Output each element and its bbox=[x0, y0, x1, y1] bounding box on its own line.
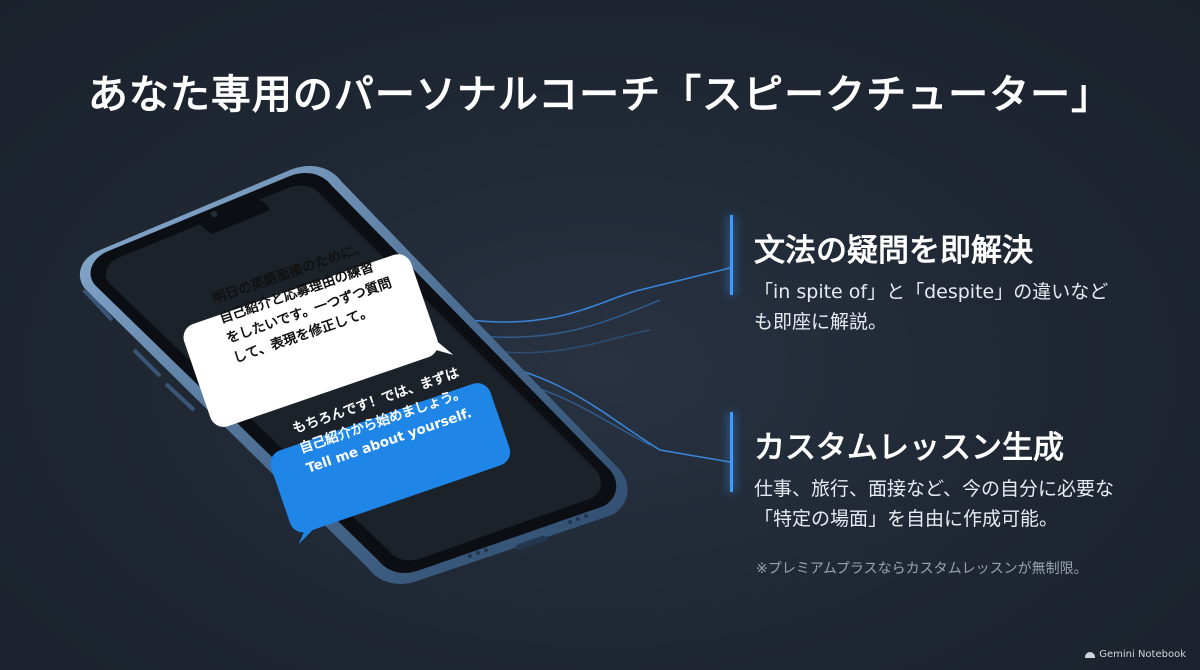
gemini-icon bbox=[1085, 651, 1096, 658]
feature-desc-line: 「in spite of」と「despite」の違いなど bbox=[754, 281, 1109, 303]
feature-desc-line: も即座に解説。 bbox=[754, 311, 888, 333]
brand-watermark: Gemini Notebook bbox=[1085, 649, 1186, 660]
user-message: 明日の英語面接のために、 自己紹介と応募理由の練習 をしたいです。一つずつ質問 … bbox=[210, 222, 441, 385]
ai-message: もちろんです！では、まずは 自己紹介から始めましょう。 Tell me abou… bbox=[290, 348, 524, 495]
ai-message-line: 自己紹介から始めましょう。 bbox=[297, 384, 468, 457]
ai-bubble bbox=[270, 383, 511, 545]
user-message-line: 自己紹介と応募理由の練習 bbox=[217, 259, 376, 327]
feature-title: カスタムレッスン生成 bbox=[754, 430, 1064, 466]
user-message-line: をしたいです。一つずつ質問 bbox=[224, 275, 394, 347]
page-title: あなた専用のパーソナルコーチ「スピークチューター」 bbox=[87, 72, 1113, 118]
phone-body bbox=[79, 166, 628, 584]
brand-label: Gemini Notebook bbox=[1099, 649, 1186, 660]
feature-desc-line: 仕事、旅行、面接など、今の自分に必要な bbox=[754, 478, 1115, 500]
connection-lines bbox=[469, 267, 731, 463]
feature-accent-bar bbox=[730, 215, 733, 295]
user-message-line: 明日の英語面接のために、 bbox=[210, 239, 369, 308]
user-bubble bbox=[183, 254, 454, 427]
feature-accent-bar bbox=[730, 412, 733, 492]
feature-title: 文法の疑問を即解決 bbox=[754, 233, 1033, 269]
user-message-line: して、表現を修正して。 bbox=[231, 303, 376, 367]
feature-desc-line: 「特定の場面」を自由に作成可能。 bbox=[754, 508, 1059, 530]
ai-message-line: Tell me about yourself. bbox=[304, 405, 474, 477]
footnote: ※プレミアムプラスならカスタムレッスンが無制限。 bbox=[756, 561, 1088, 577]
ai-message-line: もちろんです！では、まずは bbox=[290, 364, 462, 438]
